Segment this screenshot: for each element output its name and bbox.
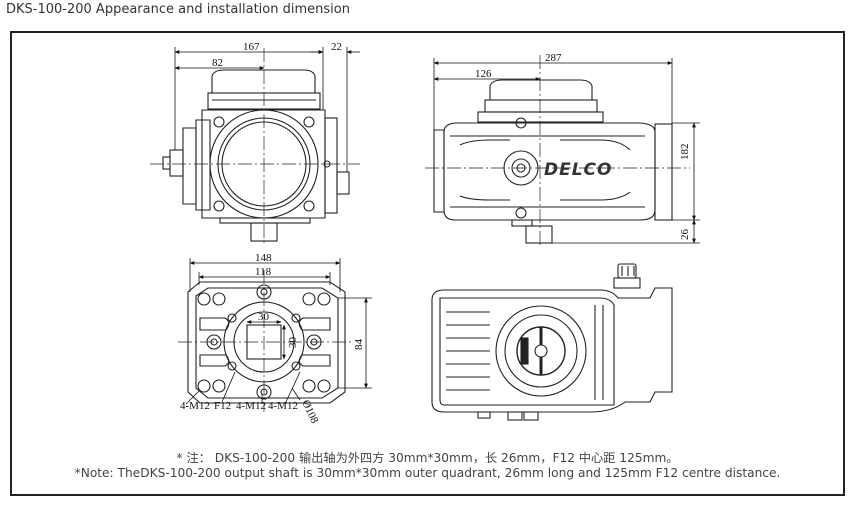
dim-dia108: Ø108: [299, 398, 320, 426]
bottom-view: [178, 270, 352, 412]
dim-126: 126: [475, 68, 492, 80]
dim-167: 167: [243, 41, 260, 53]
dim-84: 84: [353, 339, 365, 351]
dim-118: 118: [255, 266, 272, 278]
note-english: *Note: TheDKS-100-200 output shaft is 30…: [74, 466, 781, 480]
label-4-m12-left: 4-M12: [180, 400, 210, 412]
front-dimensions: [174, 47, 360, 172]
label-f12: F12: [214, 400, 231, 412]
dim-82: 82: [212, 57, 223, 69]
perspective-view: [431, 263, 673, 421]
dim-182: 182: [679, 144, 691, 161]
front-view: [150, 48, 360, 245]
dim-22: 22: [331, 41, 342, 53]
dim-30-vertical: 30: [287, 337, 299, 349]
label-4-m12-right: 4-M12: [268, 400, 298, 412]
note-chinese: * 注： DKS-100-200 输出轴为外四方 30mm*30mm，长 26m…: [176, 451, 679, 465]
bottom-dimensions: [185, 258, 372, 405]
side-view: [425, 55, 690, 248]
page-title: DKS-100-200 Appearance and installation …: [6, 2, 350, 17]
dim-30-horizontal: 30: [258, 311, 270, 323]
label-4-m12-mid: 4-M12: [236, 400, 266, 412]
dim-287: 287: [545, 52, 562, 64]
brand-logo: DELCO: [544, 160, 612, 180]
side-dimensions: [433, 58, 700, 244]
dim-26: 26: [679, 229, 691, 241]
drawing-frame: [10, 31, 845, 496]
dim-148: 148: [255, 252, 272, 264]
